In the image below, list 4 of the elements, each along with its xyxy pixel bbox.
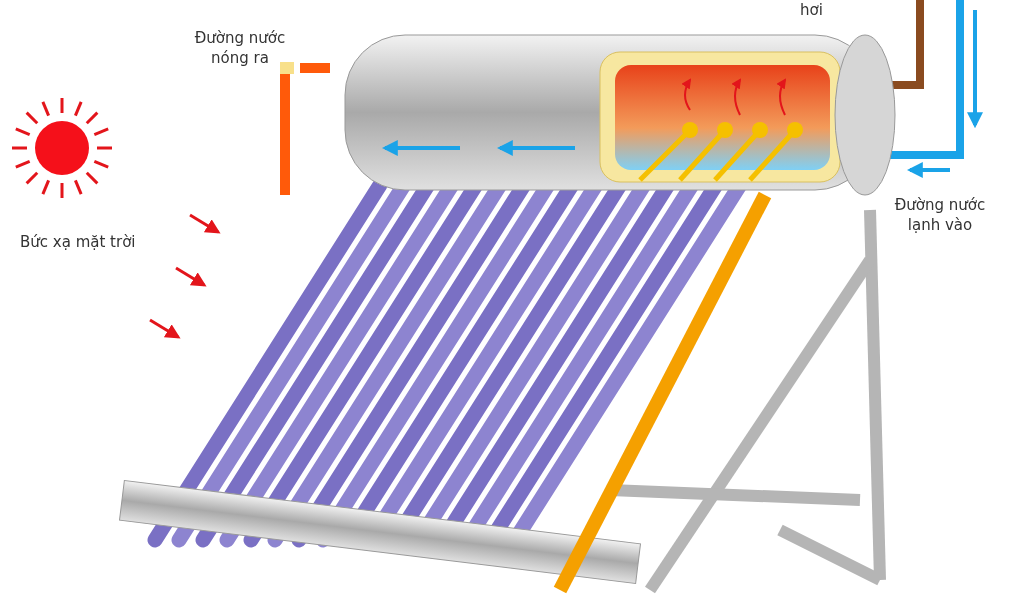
part-label: Bức xạ mặt trời — [20, 232, 136, 252]
part-label: Đường nước nóng ra — [193, 28, 287, 68]
part-label: hơi — [800, 0, 823, 20]
part-label: Đường nước lạnh vào — [893, 195, 987, 235]
